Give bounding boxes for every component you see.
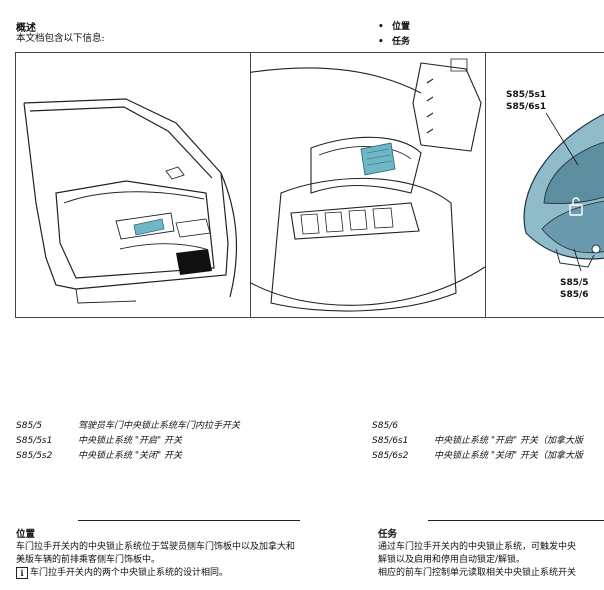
divider: [428, 520, 604, 521]
legend-right: S85/6 S85/6s1 中央锁止系统 "开启" 开关（加拿大版 S85/6s2…: [372, 419, 583, 464]
location-line-2: 美版车辆的前排乘客侧车门饰板中。: [16, 555, 161, 565]
legend-desc: 中央锁止系统 "关闭" 开关: [78, 451, 183, 461]
callout-s85-6s1: S85/6s1: [506, 102, 547, 112]
door-interior-drawing: [251, 58, 485, 312]
legend-desc: 驾驶员车门中央锁止系统车门内拉手开关: [78, 421, 241, 431]
task-line-3: 相应的前车门控制单元读取相关中央锁止系统开关: [378, 568, 577, 578]
legend-row: S85/6: [372, 419, 583, 434]
callout-bottom: S85/5 S85/6: [560, 277, 589, 301]
callout-s85-5s1: S85/5s1: [506, 90, 547, 100]
overview-intro: 本文档包含以下信息:: [16, 33, 105, 44]
toc-item-location[interactable]: • 位置: [378, 19, 410, 32]
illustration-figure: S85/5s1 S85/6s1 S85/5 S85/6: [15, 52, 604, 318]
divider: [78, 520, 300, 521]
door-interior-closeup: [251, 53, 486, 317]
legend-code: S85/6: [372, 421, 398, 431]
info-icon: i: [16, 567, 28, 579]
legend-code: S85/6s2: [372, 451, 409, 461]
location-line-1: 车门拉手开关内的中央锁止系统位于驾驶员侧车门饰板中以及加拿大和: [16, 542, 296, 552]
task-line-1: 通过车门拉手开关内的中央锁止系统，可触发中央: [378, 542, 577, 552]
legend-row: S85/6s1 中央锁止系统 "开启" 开关（加拿大版: [372, 434, 583, 449]
legend-code: S85/5: [16, 421, 42, 431]
legend-code: S85/5s1: [16, 436, 53, 446]
switch-detail-drawing: [523, 112, 604, 272]
legend-code: S85/6s1: [372, 436, 409, 446]
bullet-icon: •: [378, 22, 384, 32]
task-text: 通过车门拉手开关内的中央锁止系统，可触发中央 解锁以及启用和停用自动锁定/解锁。…: [378, 541, 604, 580]
bullet-icon: •: [378, 37, 384, 47]
callout-s85-6: S85/6: [560, 290, 589, 300]
overview-heading: 概述: [16, 23, 36, 34]
task-line-2: 解锁以及启用和停用自动锁定/解锁。: [378, 555, 526, 565]
legend-row: S85/5s1 中央锁止系统 "开启" 开关: [16, 434, 240, 449]
toc-label: 任务: [392, 37, 411, 47]
legend-row: S85/6s2 中央锁止系统 "关闭" 开关（加拿大版: [372, 449, 583, 464]
callout-top: S85/5s1 S85/6s1: [506, 89, 546, 113]
door-side-view: [16, 53, 251, 317]
toc-label: 位置: [392, 22, 411, 32]
legend-desc: 中央锁止系统 "开启" 开关: [78, 436, 183, 446]
toc-item-task[interactable]: • 任务: [378, 34, 410, 47]
location-note-text: 车门拉手开关内的两个中央锁止系统的设计相同。: [30, 568, 229, 578]
legend-desc: 中央锁止系统 "关闭" 开关（加拿大版: [434, 451, 584, 461]
lock-icon: [569, 197, 583, 216]
legend-row: S85/5s2 中央锁止系统 "关闭" 开关: [16, 449, 240, 464]
location-title: 位置: [16, 529, 36, 540]
door-side-view-drawing: [23, 98, 238, 304]
legend-row: S85/5 驾驶员车门中央锁止系统车门内拉手开关: [16, 419, 240, 434]
callout-s85-5: S85/5: [560, 278, 589, 288]
legend-left: S85/5 驾驶员车门中央锁止系统车门内拉手开关 S85/5s1 中央锁止系统 "开…: [16, 419, 240, 464]
task-title: 任务: [378, 529, 398, 540]
legend-desc: 中央锁止系统 "开启" 开关（加拿大版: [434, 436, 584, 446]
legend-code: S85/5s2: [16, 451, 53, 461]
location-text: 车门拉手开关内的中央锁止系统位于驾驶员侧车门饰板中以及加拿大和 美版车辆的前排乘…: [16, 541, 295, 580]
switch-detail-view: S85/5s1 S85/6s1 S85/5 S85/6: [486, 53, 604, 317]
